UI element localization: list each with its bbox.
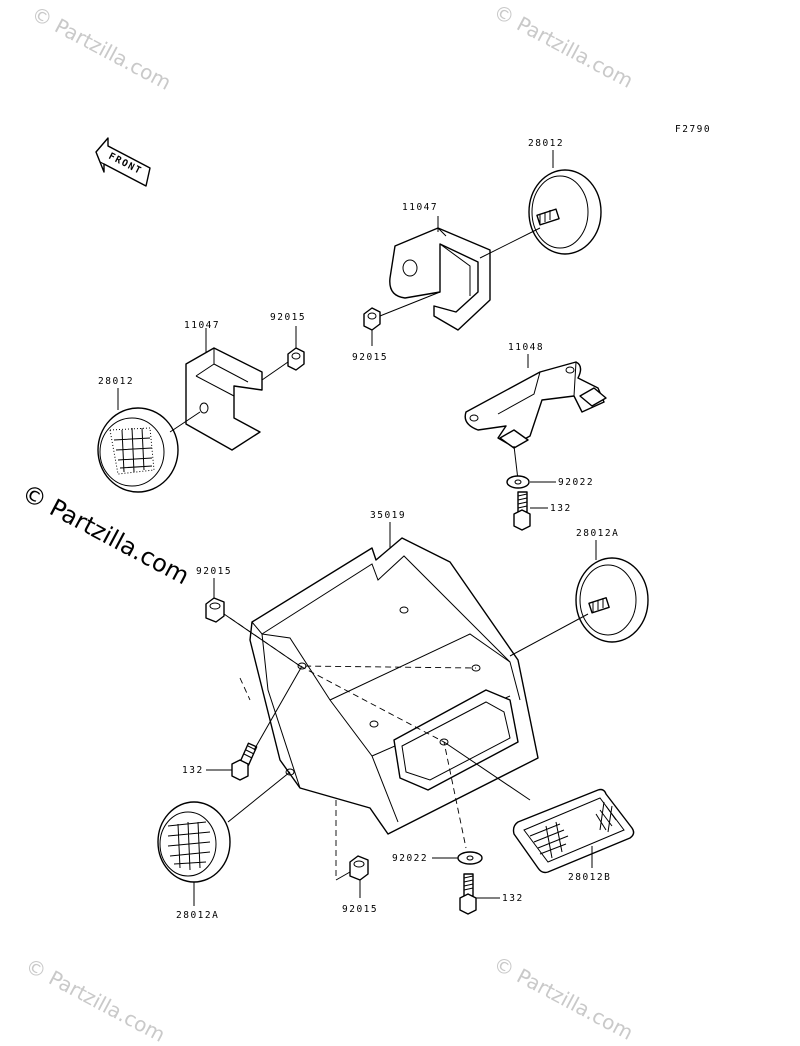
axis-line-left-bolt <box>253 665 303 751</box>
svg-text:© Partzilla.com: © Partzilla.com <box>490 0 638 93</box>
axis-line-bottom-nut <box>335 871 351 881</box>
label-92015-top: 92015 <box>352 352 388 363</box>
label-28012B: 28012B <box>568 872 611 883</box>
svg-text:© Partzilla.com: © Partzilla.com <box>28 1 176 95</box>
svg-text:© Partzilla.com: © Partzilla.com <box>22 953 170 1046</box>
axis-line-top-nut <box>379 291 441 317</box>
reflector-28012B <box>512 788 635 874</box>
bolt-132-right <box>513 491 531 531</box>
label-92022-right: 92022 <box>558 477 594 488</box>
nut-92015-left <box>287 347 305 371</box>
bracket-11047-left <box>185 347 263 451</box>
figure-code: F2790 <box>675 124 711 135</box>
front-arrow-icon: FRONT <box>95 137 151 187</box>
reflector-28012-left <box>97 407 179 493</box>
reflector-28012A-bottom <box>157 801 231 883</box>
bracket-11047-top <box>389 227 491 331</box>
watermark-top-right: © Partzilla.com <box>490 0 638 93</box>
axis-line-28012B <box>443 741 531 801</box>
label-28012-top: 28012 <box>528 138 564 149</box>
label-28012A-bottom: 28012A <box>176 910 219 921</box>
label-132-right: 132 <box>550 503 572 514</box>
nut-92015-bottom <box>349 855 369 881</box>
nut-92015-mid <box>205 597 225 623</box>
axis-line-mid-nut <box>223 613 301 667</box>
watermark-middle-left: © Partzilla.com <box>17 479 194 591</box>
washer-92022-right <box>506 475 530 489</box>
label-132-bottom: 132 <box>502 893 524 904</box>
label-92015-bottom: 92015 <box>342 904 378 915</box>
bracket-11048 <box>464 361 607 449</box>
watermark-bottom-left: © Partzilla.com <box>22 953 170 1046</box>
label-28012A-right: 28012A <box>576 528 619 539</box>
hidden-line-left <box>239 677 251 701</box>
axis-line-11048-washer <box>513 445 519 481</box>
label-35019: 35019 <box>370 510 406 521</box>
watermark-top-left: © Partzilla.com <box>28 1 176 95</box>
axis-line-top-reflector <box>479 227 541 259</box>
axis-line-left-nut <box>261 361 289 381</box>
washer-92022-bottom <box>457 851 483 865</box>
axis-line-bottom-reflector <box>227 771 291 823</box>
bolt-132-left <box>231 742 258 781</box>
reflector-28012-top <box>528 169 602 255</box>
axis-line-left-reflector <box>169 411 201 433</box>
bolt-132-bottom <box>459 873 477 915</box>
axis-line-right-reflector <box>509 613 589 657</box>
watermark-bottom-right: © Partzilla.com <box>490 951 638 1045</box>
label-11048: 11048 <box>508 342 544 353</box>
label-28012-left: 28012 <box>98 376 134 387</box>
label-132-left: 132 <box>182 765 204 776</box>
label-11047-left: 11047 <box>184 320 220 331</box>
license-plate-bracket-35019 <box>249 537 539 835</box>
svg-text:© Partzilla.com: © Partzilla.com <box>17 479 194 591</box>
label-92015-mid: 92015 <box>196 566 232 577</box>
nut-92015-top <box>363 307 381 331</box>
label-92022-bottom: 92022 <box>392 853 428 864</box>
label-92015-left: 92015 <box>270 312 306 323</box>
reflector-28012A-right <box>575 557 649 643</box>
svg-text:© Partzilla.com: © Partzilla.com <box>490 951 638 1045</box>
label-11047-top: 11047 <box>402 202 438 213</box>
